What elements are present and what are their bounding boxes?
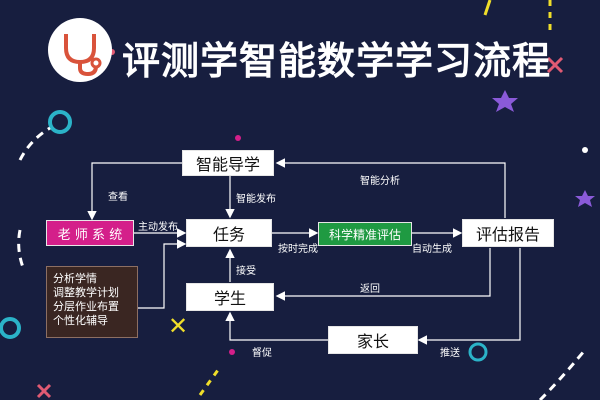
dashed-arc-decoration	[18, 126, 51, 161]
label-zhudong-fabu: 主动发布	[138, 222, 178, 233]
label-zidong-shengcheng: 自动生成	[412, 244, 452, 255]
node-laoshi-xitong: 老 师 系 统	[46, 220, 134, 246]
teacher-task-item: 调整教学计划	[53, 286, 119, 299]
teacher-task-item: 分析学情	[53, 272, 97, 285]
yellow-dash-decoration	[198, 369, 220, 396]
teacher-task-item: 分层作业布置	[53, 300, 119, 313]
teacher-tasks-box: 分析学情 调整教学计划 分层作业布置 个性化辅导	[46, 266, 138, 338]
purple-star-decoration-2	[575, 190, 595, 207]
node-jiazhang: 家长	[328, 326, 418, 354]
pink-x-decoration	[546, 56, 564, 74]
dashed-arc-decoration-3	[538, 349, 587, 400]
teacher-task-item: 个性化辅导	[53, 314, 108, 327]
label-tuisong: 推送	[440, 348, 460, 359]
label-anshi-wancheng: 按时完成	[278, 244, 318, 255]
node-xuesheng: 学生	[186, 283, 274, 311]
yellow-dash-decoration-3	[483, 0, 492, 16]
edge-tuisong	[417, 248, 521, 345]
edge-zhineng-fenxi	[275, 158, 506, 218]
cyan-ring-decoration-2	[0, 317, 21, 339]
label-fanhui: 返回	[360, 284, 380, 295]
edge-chakan	[87, 162, 182, 221]
dashed-arc-decoration-2	[17, 229, 26, 271]
node-kexue-jingzhun-pinggu: 科学精准评估	[318, 222, 412, 246]
header: 评测学智能数学学习流程	[48, 18, 588, 83]
stethoscope-icon	[64, 34, 102, 77]
label-jieshou: 接受	[236, 266, 256, 277]
node-pinggu-baogao: 评估报告	[462, 219, 554, 247]
pink-x-decoration-2	[36, 383, 52, 399]
dot-decoration-2	[235, 135, 241, 141]
label-chakan: 查看	[108, 192, 128, 203]
edge-teacher-tasks	[138, 239, 187, 309]
page-title: 评测学智能数学学习流程	[122, 39, 552, 83]
yellow-x-decoration: ✕	[168, 312, 189, 340]
cyan-ring-decoration	[48, 110, 72, 134]
node-renwu: 任务	[186, 219, 272, 247]
teacher-tasks-list: 分析学情 调整教学计划 分层作业布置 个性化辅导	[53, 272, 119, 328]
edge-duchu	[225, 311, 328, 341]
label-duchu: 督促	[252, 348, 272, 359]
node-zhineng-daoxue: 智能导学	[182, 150, 274, 176]
purple-star-decoration	[492, 90, 518, 112]
edge-fanhui	[275, 248, 491, 301]
label-zhineng-fenxi: 智能分析	[360, 176, 400, 187]
dot-decoration-3	[229, 349, 235, 355]
cyan-ring-decoration-3	[468, 342, 488, 362]
logo	[48, 18, 112, 82]
label-zhineng-fabu: 智能发布	[236, 194, 276, 205]
dot-decoration-4	[582, 147, 588, 153]
